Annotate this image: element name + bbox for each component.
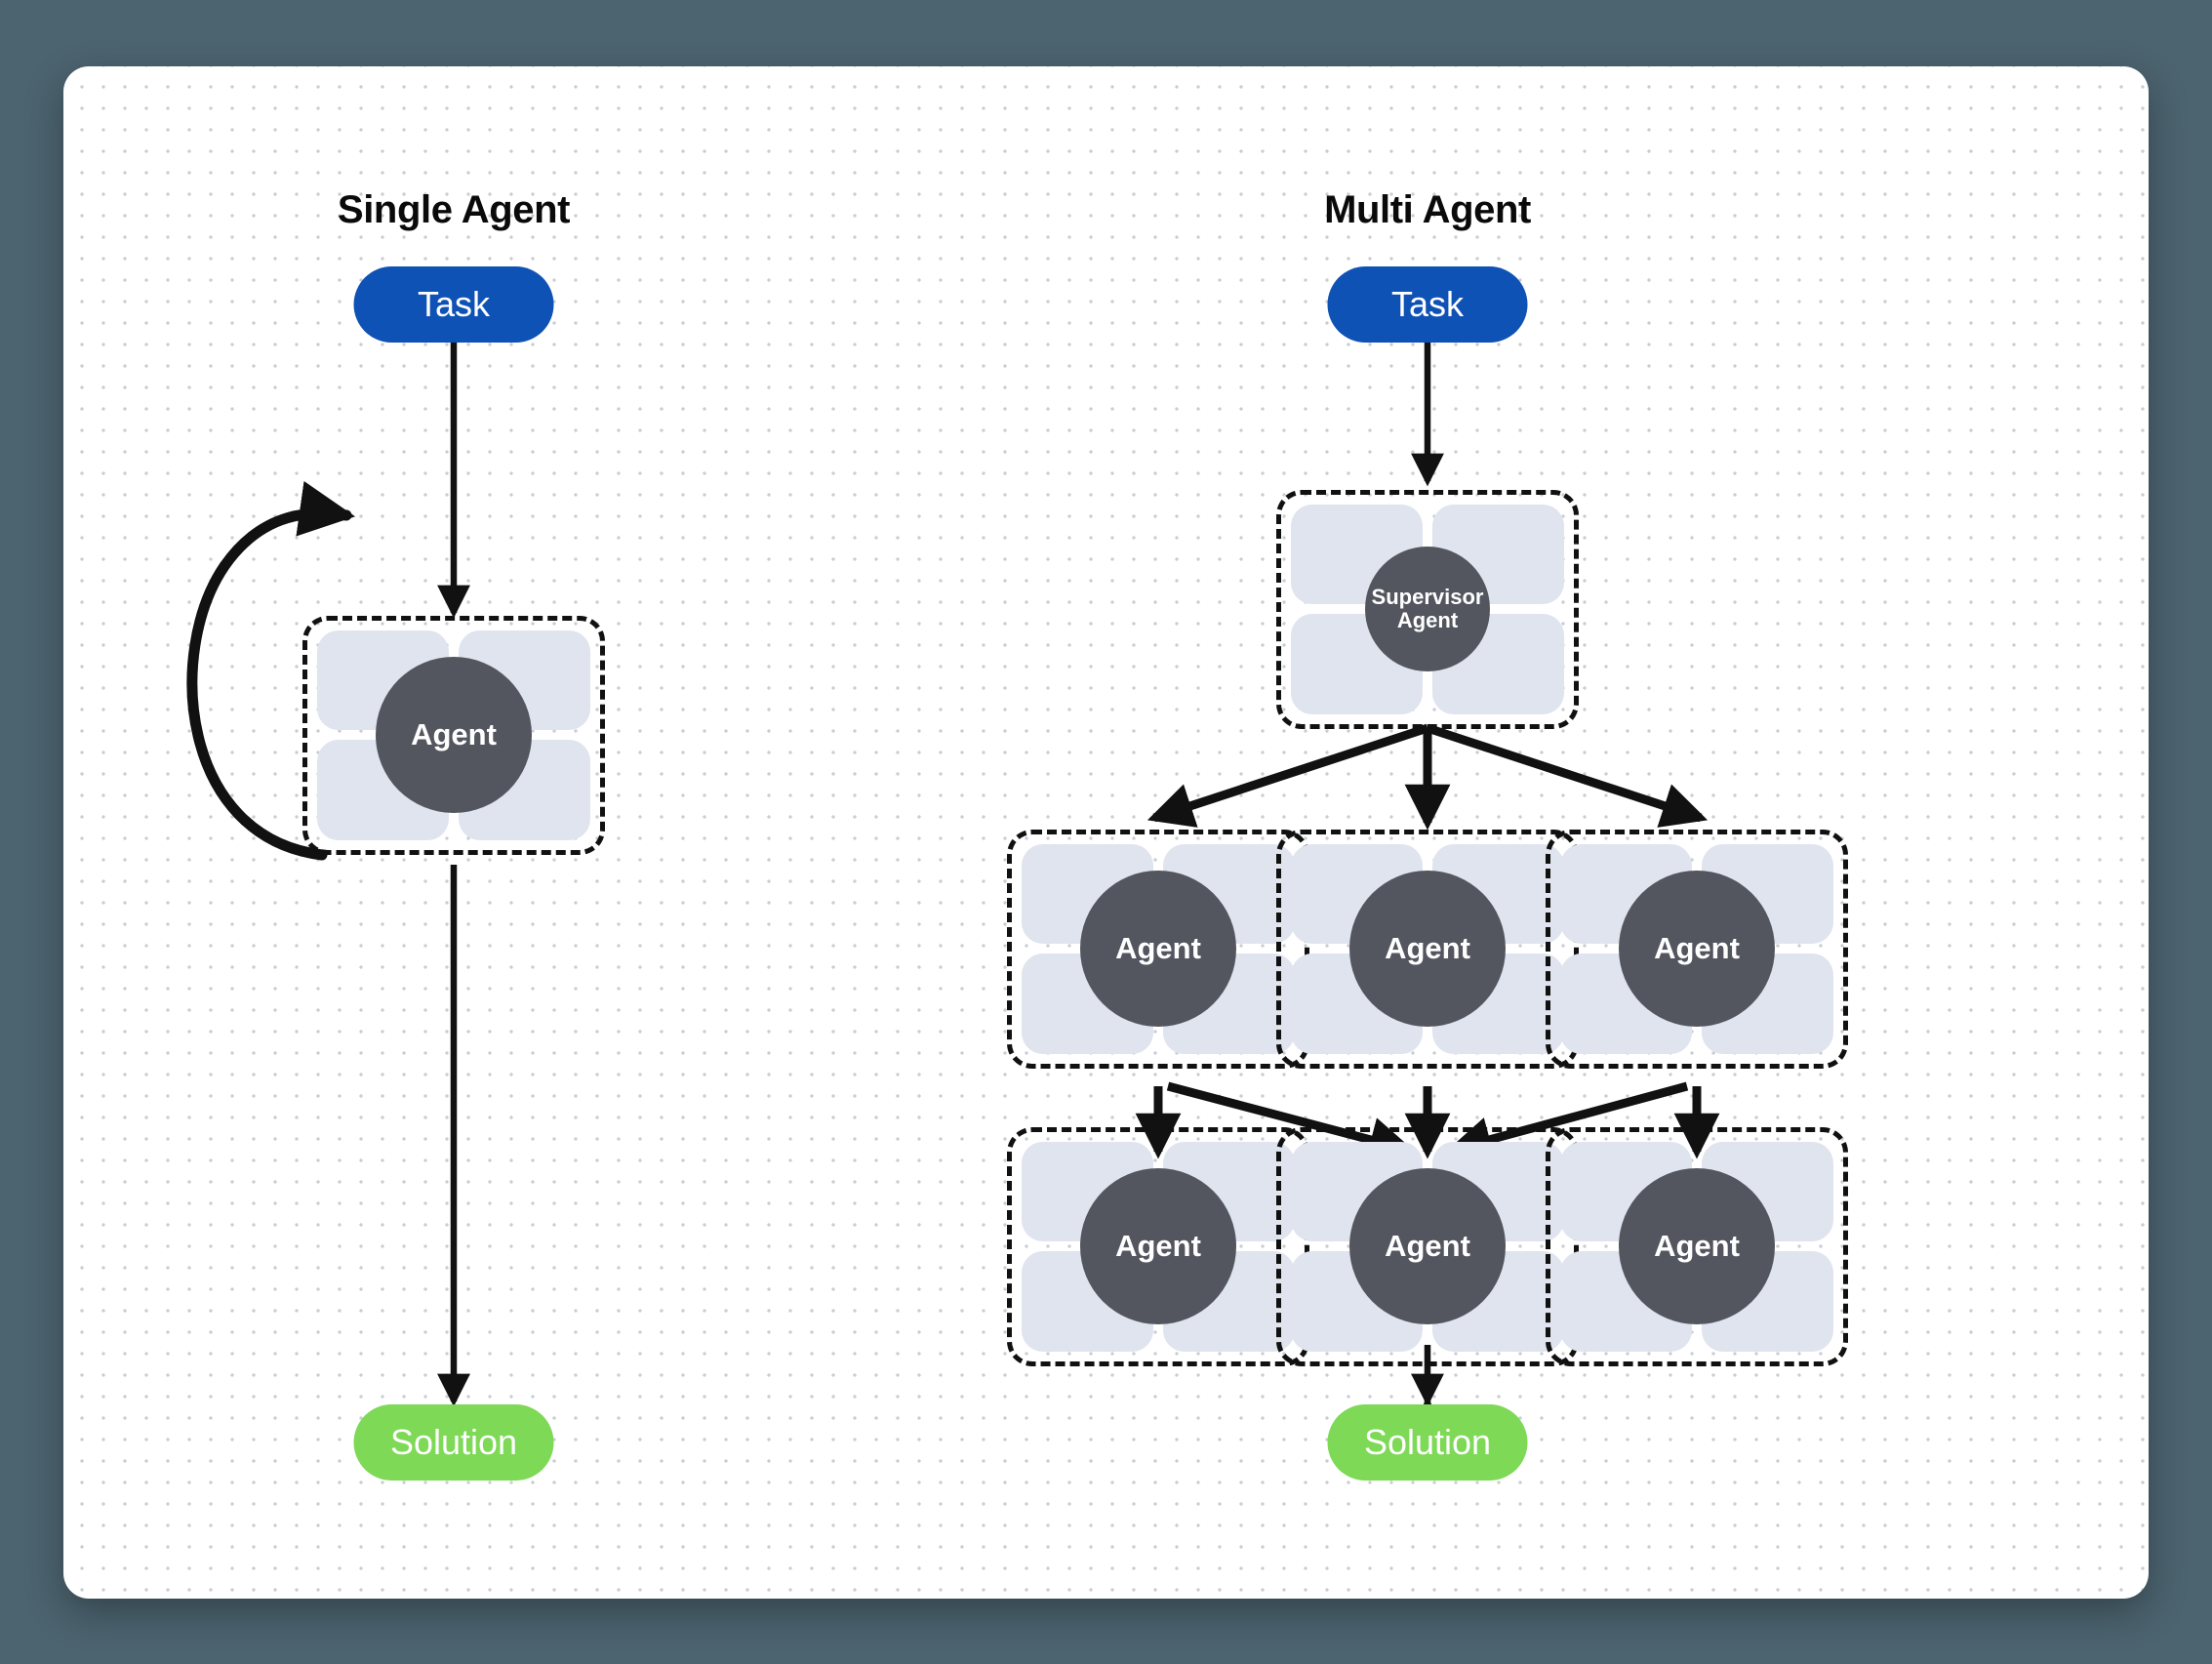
single-agent-cluster[interactable]: Agent <box>302 615 605 855</box>
agent-core-label: Agent <box>1619 871 1775 1027</box>
panel-title-single-agent: Single Agent <box>337 187 571 231</box>
supervisor-agent-core: Supervisor Agent <box>1365 547 1490 671</box>
edge-supervisor-to-agent-left <box>1146 723 1429 828</box>
agent-core-label: Agent <box>1080 1168 1236 1324</box>
multi-task-node[interactable]: Task <box>1327 265 1528 343</box>
multi-agent-cluster-row3-left[interactable]: Agent <box>1007 1126 1309 1366</box>
multi-agent-cluster-row2-right[interactable]: Agent <box>1546 829 1848 1069</box>
agent-core-label: Agent <box>1349 871 1506 1027</box>
supervisor-agent-cluster[interactable]: Supervisor Agent <box>1276 489 1579 729</box>
multi-agent-cluster-row3-center[interactable]: Agent <box>1276 1126 1579 1366</box>
multi-agent-cluster-row3-right[interactable]: Agent <box>1546 1126 1848 1366</box>
agent-core-label: Agent <box>1349 1168 1506 1324</box>
supervisor-label-line-1: Supervisor <box>1371 585 1484 610</box>
single-task-node[interactable]: Task <box>353 265 554 343</box>
supervisor-label-line-2: Agent <box>1396 608 1459 632</box>
single-solution-node[interactable]: Solution <box>353 1403 554 1481</box>
agent-core-label: Agent <box>1619 1168 1775 1324</box>
panel-title-multi-agent: Multi Agent <box>1324 187 1531 231</box>
multi-agent-cluster-row2-left[interactable]: Agent <box>1007 829 1309 1069</box>
agent-core-label: Agent <box>1080 871 1236 1027</box>
edge-supervisor-to-agent-right <box>1426 723 1709 828</box>
diagram-canvas: Single Agent Task Agent Solution Multi A… <box>63 65 2149 1599</box>
multi-agent-cluster-row2-center[interactable]: Agent <box>1276 829 1579 1069</box>
multi-solution-node[interactable]: Solution <box>1327 1403 1528 1481</box>
single-agent-core-label: Agent <box>376 657 532 813</box>
